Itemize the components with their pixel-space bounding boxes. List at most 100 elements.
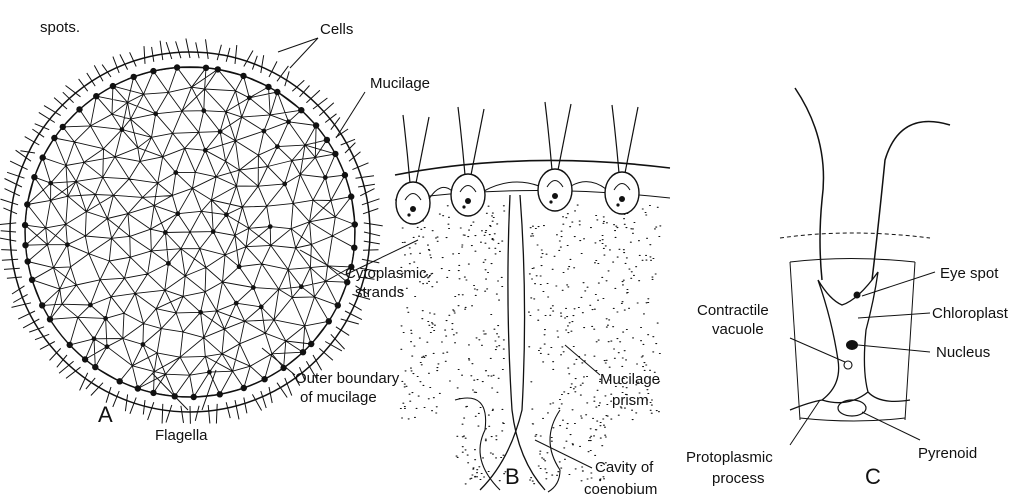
colony-cell bbox=[203, 65, 209, 71]
colony-cell bbox=[224, 212, 229, 217]
section-flagella bbox=[403, 102, 638, 183]
contractile-vacuole bbox=[844, 361, 852, 369]
label-outer-boundary-1: Outer boundary bbox=[295, 370, 400, 387]
cell-pyrenoid bbox=[462, 205, 465, 208]
colony-cell bbox=[92, 336, 97, 341]
cell-pyrenoid bbox=[549, 200, 552, 203]
colony-cell bbox=[261, 376, 267, 382]
colony-cell bbox=[93, 93, 99, 99]
cytoplasmic-connection bbox=[571, 182, 606, 189]
colony-cell bbox=[217, 391, 223, 397]
eye-spot-dot bbox=[854, 292, 861, 299]
leader-nucleus bbox=[858, 345, 930, 352]
label-protoplasmic-1: Protoplasmic bbox=[686, 449, 773, 466]
leader-pyrenoid bbox=[862, 412, 920, 440]
colony-cell bbox=[240, 73, 246, 79]
cytoplasmic-connection bbox=[484, 182, 539, 191]
colony-cell bbox=[323, 175, 328, 180]
colony-cell bbox=[274, 89, 280, 95]
section-cells bbox=[396, 169, 639, 224]
colony-cell bbox=[120, 127, 125, 132]
label-spots: spots. bbox=[40, 19, 80, 36]
colony-cell bbox=[286, 119, 291, 124]
surface-dashed-line bbox=[780, 233, 930, 238]
section-cell bbox=[396, 182, 430, 224]
label-eye-spot: Eye spot bbox=[940, 265, 999, 282]
strand-lines bbox=[25, 68, 355, 398]
colony-cell bbox=[215, 66, 221, 72]
colony-cell bbox=[207, 370, 212, 375]
colony-cell bbox=[163, 230, 168, 235]
colony-cell bbox=[92, 364, 98, 370]
colony-cell bbox=[150, 68, 156, 74]
leader-mucilage-prism bbox=[565, 345, 600, 375]
label-cells: Cells bbox=[320, 21, 353, 38]
section-cell bbox=[538, 169, 572, 211]
colony-cell bbox=[198, 310, 203, 315]
stipple-dots bbox=[400, 205, 660, 484]
section-panel-b bbox=[395, 102, 670, 492]
colony-cell bbox=[352, 221, 358, 227]
colony-cell bbox=[234, 301, 239, 306]
colony-cell bbox=[259, 305, 264, 310]
section-flagellum bbox=[625, 107, 638, 173]
colony-cell bbox=[218, 129, 223, 134]
colony-cell bbox=[326, 318, 332, 324]
colony-cell bbox=[201, 108, 206, 113]
cell-nucleus bbox=[465, 198, 471, 204]
colony-cell bbox=[131, 74, 137, 80]
colony-cell bbox=[76, 106, 82, 112]
label-contractile-1: Contractile bbox=[697, 302, 769, 319]
colony-cell bbox=[82, 356, 88, 362]
colony-cell bbox=[191, 394, 197, 400]
label-cytoplasmic-1: Cytoplasmic bbox=[345, 265, 427, 282]
colony-cell bbox=[351, 245, 357, 251]
colony-cell bbox=[31, 174, 37, 180]
colony-cell bbox=[150, 390, 156, 396]
colony-cell bbox=[237, 264, 242, 269]
colony-cell bbox=[67, 342, 73, 348]
colony-cell bbox=[29, 277, 35, 283]
label-outer-boundary-2: of mucilage bbox=[300, 389, 377, 406]
colony-cell bbox=[25, 258, 31, 264]
left-boundary-line bbox=[790, 262, 800, 420]
section-flagellum bbox=[416, 117, 429, 183]
colony-cell bbox=[299, 284, 304, 289]
section-cell bbox=[605, 172, 639, 214]
cell-panel-c bbox=[780, 88, 950, 421]
colony-panel-a bbox=[0, 39, 383, 424]
leader-flagella-1 bbox=[152, 373, 188, 410]
colony-cell bbox=[313, 122, 319, 128]
label-cytoplasmic-2: strands bbox=[355, 284, 404, 301]
colony-cell bbox=[88, 303, 93, 308]
colony-cell bbox=[39, 302, 45, 308]
cytoplasmic-connection bbox=[429, 187, 452, 199]
label-chloroplast: Chloroplast bbox=[932, 305, 1009, 322]
label-mucilage-prism-1: Mucilage bbox=[600, 371, 660, 388]
flagellum-left bbox=[795, 88, 823, 280]
label-pyrenoid: Pyrenoid bbox=[918, 445, 977, 462]
upper-boundary-line bbox=[790, 259, 915, 263]
mucilage-prism-wall-right bbox=[480, 195, 525, 490]
colony-cell bbox=[174, 64, 180, 70]
colony-cell bbox=[348, 193, 354, 199]
section-cell bbox=[451, 174, 485, 216]
label-cavity-2: coenobium bbox=[584, 481, 657, 498]
panel-label-b: B bbox=[505, 464, 520, 489]
colony-cell bbox=[65, 242, 70, 247]
colony-cell bbox=[117, 378, 123, 384]
label-nucleus: Nucleus bbox=[936, 344, 990, 361]
colony-cell bbox=[47, 316, 53, 322]
leader-flagella-2 bbox=[202, 370, 216, 410]
label-flagella: Flagella bbox=[155, 427, 208, 444]
colony-cell bbox=[342, 172, 348, 178]
pyrenoid-shape bbox=[838, 400, 866, 416]
leader-mucilage bbox=[336, 92, 365, 138]
cell-nucleus bbox=[410, 206, 416, 212]
cell-pyrenoid bbox=[407, 213, 410, 216]
colony-cell bbox=[282, 182, 287, 187]
label-cavity-1: Cavity of bbox=[595, 459, 654, 476]
colony-cell bbox=[324, 137, 330, 143]
label-mucilage: Mucilage bbox=[370, 75, 430, 92]
